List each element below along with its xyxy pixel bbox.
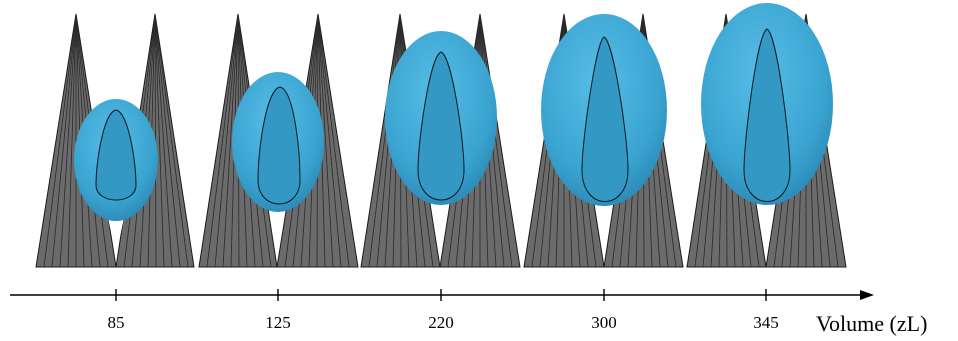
panel-125 [198,13,359,268]
volume-axis: 85 125 220 300 345 Volume (zL) [10,289,927,336]
panel-220 [360,13,521,268]
inner-contour [95,109,137,201]
axis-arrowhead [860,290,874,300]
inner-contour [417,51,465,201]
tick-label-345: 345 [753,313,779,332]
panel-300 [523,13,684,268]
tick-label-300: 300 [591,313,617,332]
gap-wedge [758,200,774,236]
panel-345 [686,3,847,268]
gap-wedge [270,212,284,252]
inner-contour [581,36,629,202]
panel-85 [35,13,195,268]
tick-label-125: 125 [265,313,291,332]
axis-title: Volume (zL) [816,311,927,336]
inner-contour [257,86,301,205]
gap-wedge [596,200,612,238]
inner-contour [743,28,791,202]
tick-label-85: 85 [108,313,125,332]
panels-group [35,3,847,268]
gap-wedge [432,203,448,240]
gap-wedge [108,218,124,255]
tick-label-220: 220 [428,313,454,332]
